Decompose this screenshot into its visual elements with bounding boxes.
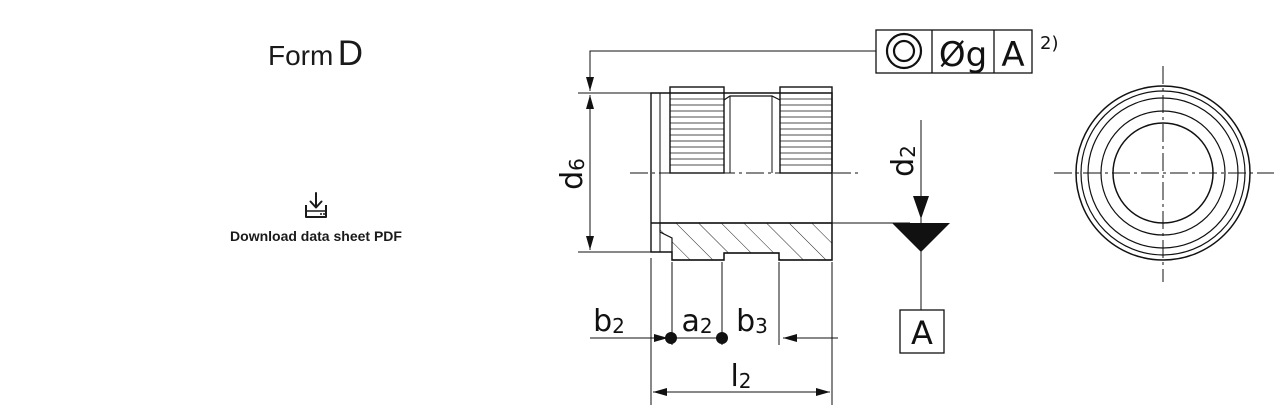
label-b2: b2 bbox=[593, 304, 625, 339]
dimension-d6 bbox=[578, 92, 660, 253]
download-icon bbox=[305, 192, 327, 218]
datum-triangle bbox=[892, 223, 950, 252]
d2-arrow-head bbox=[913, 196, 929, 219]
title-word: Form bbox=[268, 40, 334, 71]
tolerance-frame bbox=[875, 29, 1033, 74]
tolerance-value: Øg bbox=[939, 35, 987, 75]
dimension-dot-left bbox=[665, 332, 677, 344]
insert-end-view bbox=[1054, 66, 1274, 282]
tolerance-leader bbox=[586, 50, 876, 91]
datum-box-label: A bbox=[911, 314, 933, 352]
product-info-panel: Form D Download data sheet PDF bbox=[0, 0, 630, 420]
dimension-dot-right bbox=[716, 332, 728, 344]
title-letter: D bbox=[337, 34, 364, 73]
download-label: Download data sheet PDF bbox=[230, 228, 402, 244]
bottom-dimensions bbox=[590, 258, 838, 405]
knurl-lines bbox=[670, 92, 832, 166]
tolerance-datum: A bbox=[1001, 35, 1024, 75]
label-a2: a2 bbox=[681, 304, 712, 339]
datum-box bbox=[899, 309, 945, 354]
label-b3: b3 bbox=[736, 304, 768, 339]
label-d2: d2 bbox=[886, 145, 921, 177]
label-l2: l2 bbox=[730, 359, 751, 394]
download-datasheet-button[interactable]: Download data sheet PDF bbox=[200, 190, 432, 244]
insert-side-view bbox=[650, 86, 833, 261]
footnote-marker: 2) bbox=[1040, 33, 1058, 54]
label-d6: d6 bbox=[555, 158, 590, 190]
concentricity-icon bbox=[885, 32, 923, 70]
page-title: Form D bbox=[268, 34, 363, 74]
